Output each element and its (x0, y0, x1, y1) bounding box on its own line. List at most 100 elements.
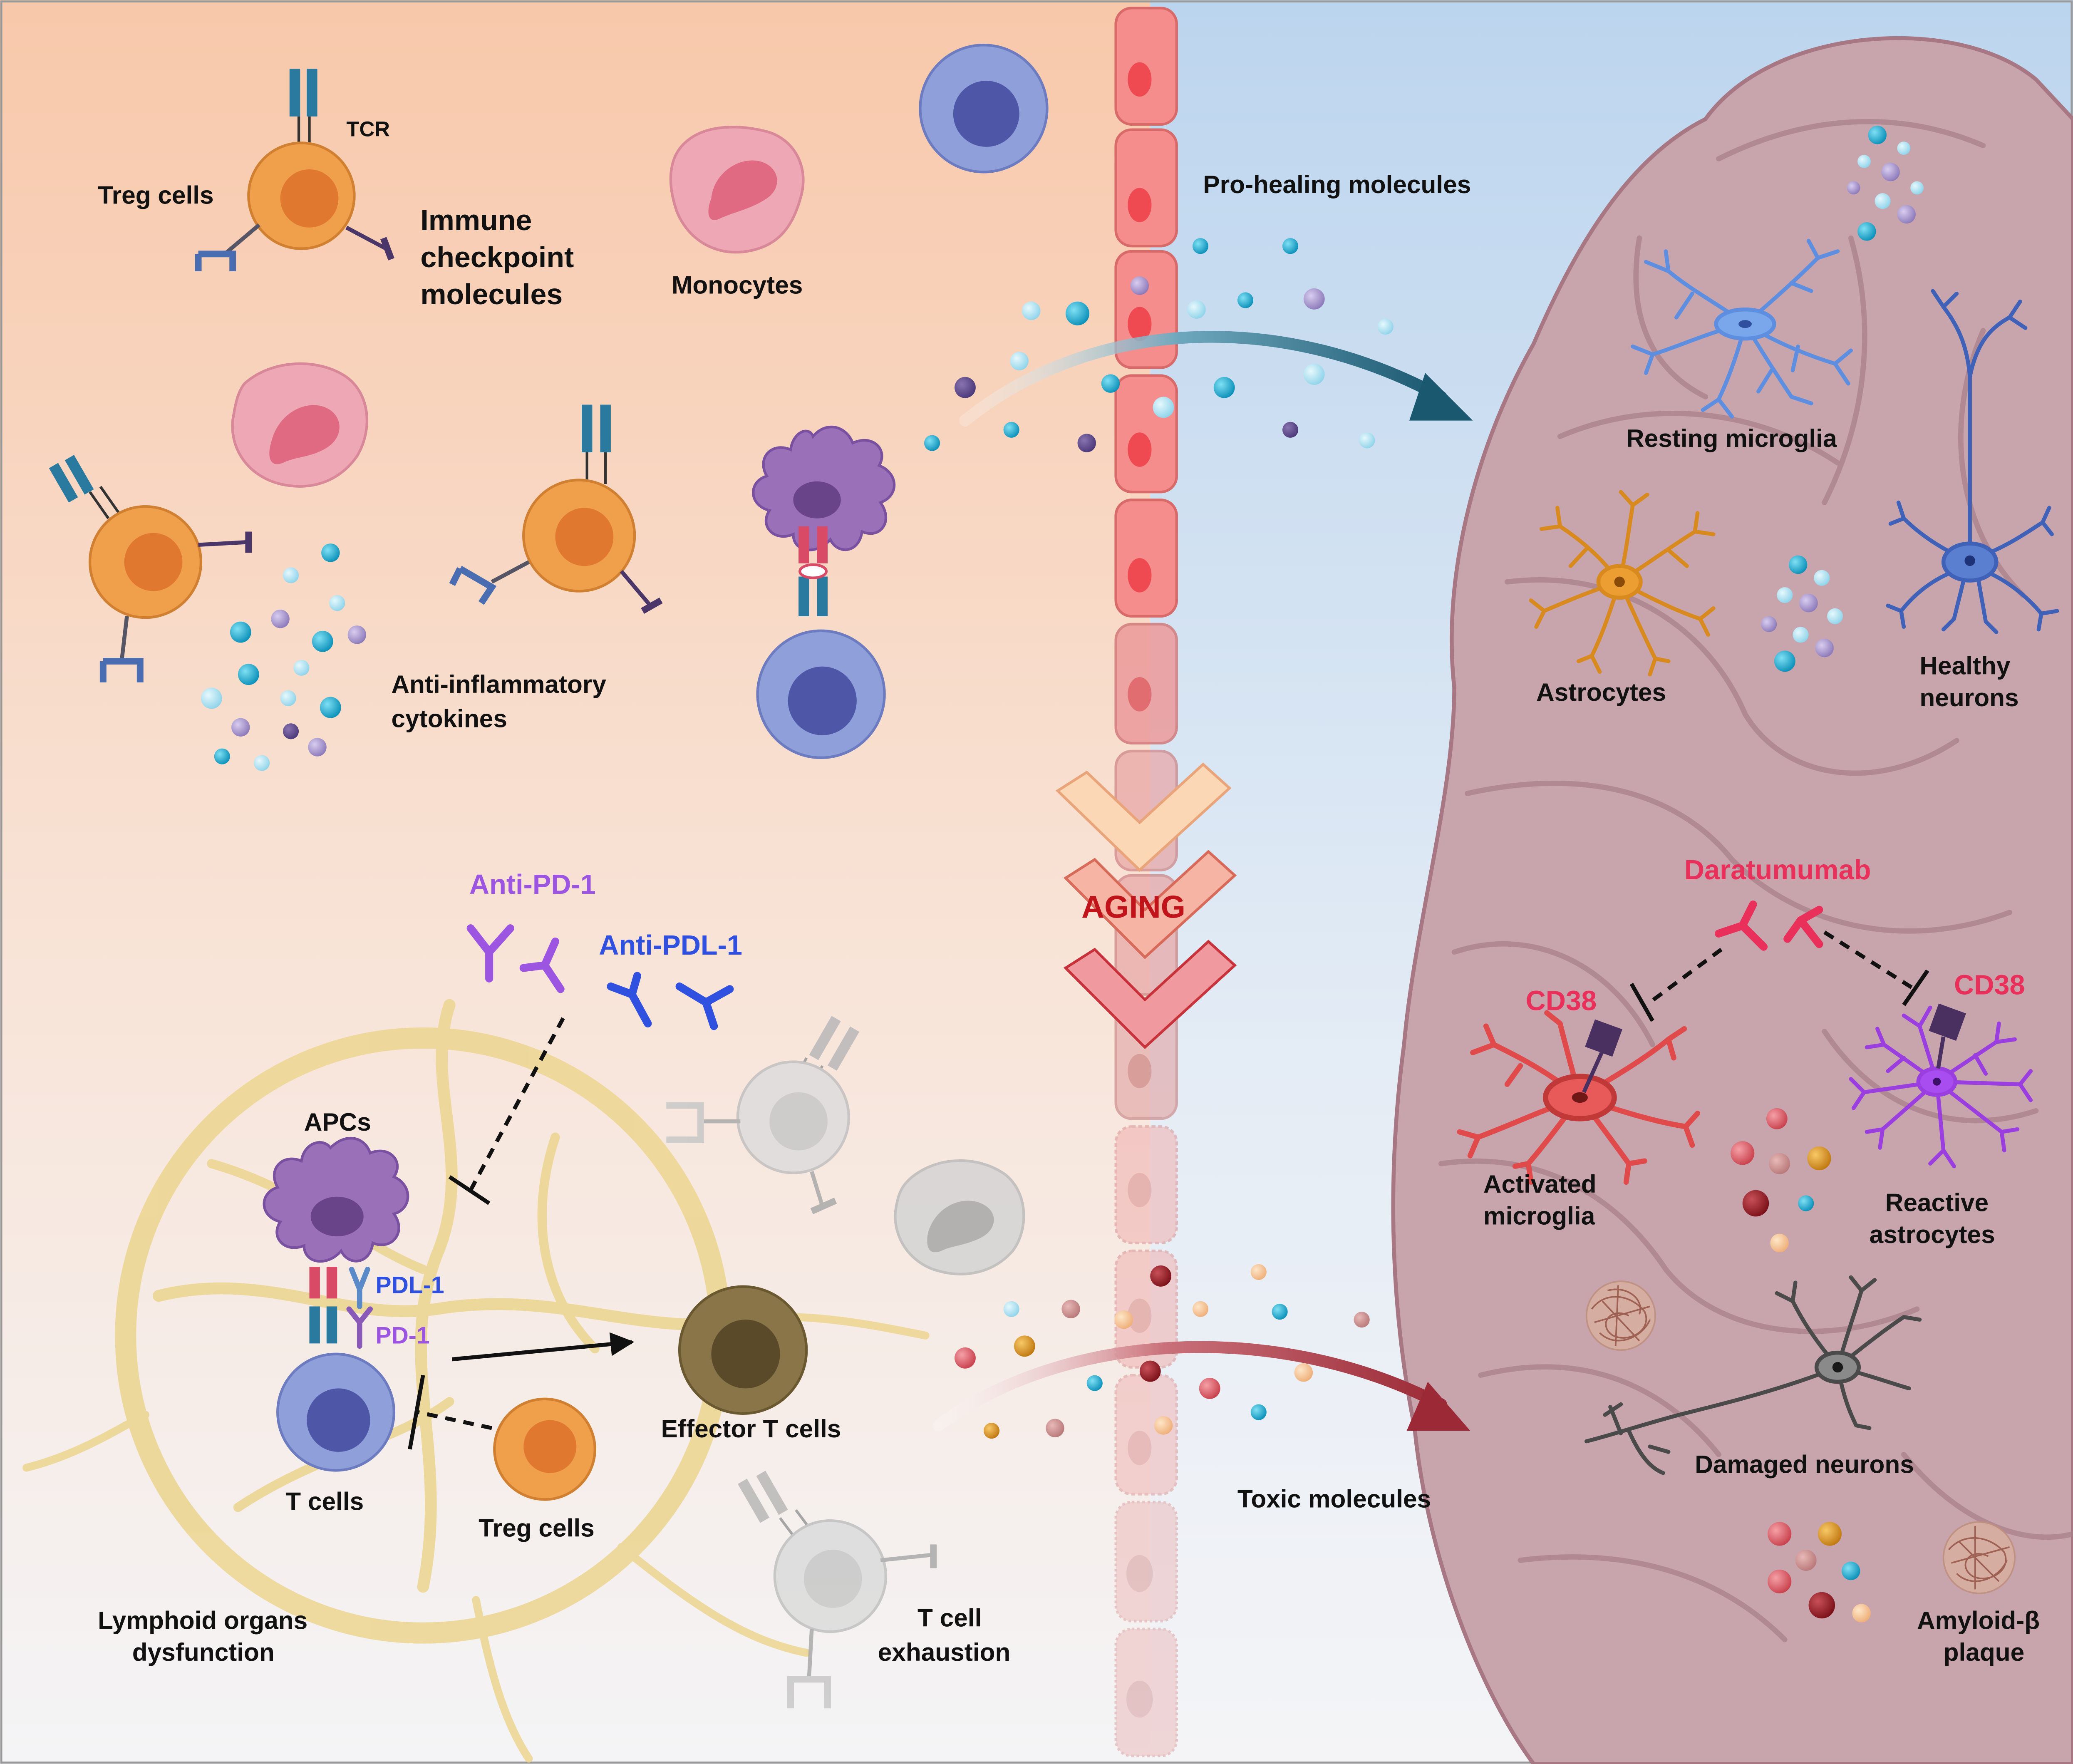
treg-cell-left (49, 455, 252, 682)
anti-pd1-inhibition-line (469, 1017, 565, 1191)
tcr-receptor (289, 69, 300, 117)
toxic-molecule-dots (955, 1264, 1370, 1439)
monocytes-label: Monocytes (672, 271, 803, 299)
vessel-segment (1114, 374, 1178, 494)
effector-t-cells-label: Effector T cells (661, 1414, 841, 1443)
anti-pd1-antibody-1 (466, 924, 514, 982)
pro-healing-molecule-dots (924, 238, 1394, 452)
apc-t-cell-pair-top (752, 425, 896, 759)
blood-vessel (1114, 7, 1178, 1757)
daratumumab-inhibition-bar-right (1902, 969, 1929, 1006)
apc-cell-bottom (263, 1136, 409, 1263)
exhausted-t-cell-lower (738, 1471, 937, 1709)
treg-inhibition-bar (408, 1374, 425, 1450)
resting-microglia-label: Resting microglia (1626, 424, 1837, 452)
cd38-left-label: CD38 (1526, 986, 1597, 1017)
damaged-neurons-label: Damaged neurons (1695, 1450, 1914, 1479)
amyloid-label-1: Amyloid-β (1917, 1606, 2040, 1635)
activated-microglia-label-2: microglia (1483, 1201, 1595, 1230)
reactive-astrocyte-cell (1849, 1005, 2033, 1169)
brain-molecule-dots-middle (1761, 555, 1843, 672)
healthy-neuron-cell (1886, 289, 2059, 634)
exhausted-monocyte (894, 1159, 1025, 1275)
pro-healing-arrow (959, 331, 1447, 427)
t-cells-label: T cells (285, 1487, 364, 1516)
t-cell-exhaustion-label-1: T cell (917, 1603, 982, 1632)
t-cell-bottom (276, 1352, 396, 1472)
monocyte-top (669, 126, 805, 254)
treg-inhibition-line (417, 1410, 492, 1430)
daratumumab-inhibition-line-left (1649, 948, 1723, 1004)
t-cell-top (919, 44, 1049, 174)
mhc-tcr-complex (309, 1267, 337, 1344)
pro-healing-arrowhead (1409, 373, 1473, 421)
treg-cells-top-label: Treg cells (98, 181, 213, 209)
anti-inflammatory-label-2: cytokines (391, 705, 507, 733)
reactive-astrocytes-label-2: astrocytes (1870, 1220, 1995, 1248)
activation-arrow (452, 1332, 635, 1362)
cd38-right-label: CD38 (1954, 970, 2025, 1001)
anti-inflammatory-label-1: Anti-inflammatory (391, 670, 606, 698)
amyloid-plaque-upper (1585, 1280, 1656, 1351)
pdl1-label: PDL-1 (375, 1272, 444, 1299)
anti-pdl1-antibody-2 (675, 982, 734, 1030)
apcs-label: APCs (304, 1108, 371, 1136)
anti-pdl1-label: Anti-PDL-1 (599, 930, 742, 961)
vessel-segment (1114, 1374, 1178, 1496)
reactive-astrocytes-label-1: Reactive (1885, 1188, 1989, 1217)
anti-pd1-antibody-2 (519, 937, 565, 993)
effector-t-cell (678, 1285, 808, 1415)
daratumumab-label: Daratumumab (1684, 855, 1871, 886)
pro-healing-label: Pro-healing molecules (1203, 170, 1471, 198)
immune-checkpoint-label-2: checkpoint (420, 241, 574, 273)
tcr-label: TCR (346, 117, 389, 141)
activated-microglia-cell (1457, 1010, 1701, 1185)
vessel-segment (1114, 1125, 1178, 1245)
vessel-segment (1114, 623, 1178, 745)
brain-toxic-dots-bottom (1768, 1522, 1871, 1623)
monocyte-left (231, 362, 369, 488)
treg-cell-top (195, 69, 394, 271)
immune-checkpoint-label-3: molecules (420, 278, 563, 310)
exhausted-t-cell-upper (666, 1016, 860, 1214)
aging-chevrons (1055, 762, 1237, 1049)
toxic-molecules-arrow (932, 1341, 1447, 1432)
resting-microglia-cell (1631, 238, 1853, 419)
amyloid-plaque-lower (1942, 1521, 2016, 1594)
astrocytes-label: Astrocytes (1536, 678, 1666, 706)
treg-cell-middle (449, 404, 663, 614)
immune-checkpoint-label-1: Immune (420, 204, 532, 236)
aging-chevron-2 (1063, 850, 1237, 959)
activated-microglia-label-1: Activated (1483, 1170, 1597, 1198)
daratumumab-inhibition-bar-left (1629, 982, 1654, 1022)
brain (1391, 36, 2073, 1764)
amyloid-label-2: plaque (1944, 1638, 2025, 1666)
lymphoid-label-2: dysfunction (132, 1638, 275, 1666)
astrocyte-cell (1529, 490, 1716, 677)
brain-toxic-dots-middle (1731, 1108, 1831, 1253)
lymphoid-label-1: Lymphoid organs (98, 1606, 307, 1635)
daratumumab-antibody-1 (1714, 900, 1768, 951)
t-cell-exhaustion-label-2: exhaustion (878, 1638, 1011, 1666)
aging-chevron-1 (1055, 762, 1232, 872)
anti-pd1-inhibition-bar (448, 1175, 491, 1205)
vessel-segment (1114, 499, 1178, 618)
toxic-molecules-arrowhead (1406, 1382, 1470, 1431)
pdl1-pd1-complex (346, 1267, 373, 1349)
vessel-segment (1114, 1501, 1178, 1623)
aging-label: AGING (1081, 889, 1185, 925)
cd38-receptor-left (1585, 1019, 1622, 1057)
vessel-segment (1114, 7, 1178, 126)
anti-pdl1-antibody-1 (607, 972, 652, 1028)
daratumumab-antibody-2 (1783, 906, 1823, 948)
anti-pd1-label: Anti-PD-1 (469, 869, 596, 900)
damaged-neuron-cell (1584, 1275, 1922, 1475)
anti-inflammatory-cytokine-dots (201, 543, 367, 771)
brain-molecule-dots-top (1847, 126, 1924, 241)
treg-cells-bottom-label: Treg cells (479, 1513, 594, 1542)
toxic-molecules-label: Toxic molecules (1237, 1484, 1431, 1513)
cd38-receptor-right (1929, 1003, 1966, 1041)
aging-chevron-3 (1063, 940, 1237, 1049)
